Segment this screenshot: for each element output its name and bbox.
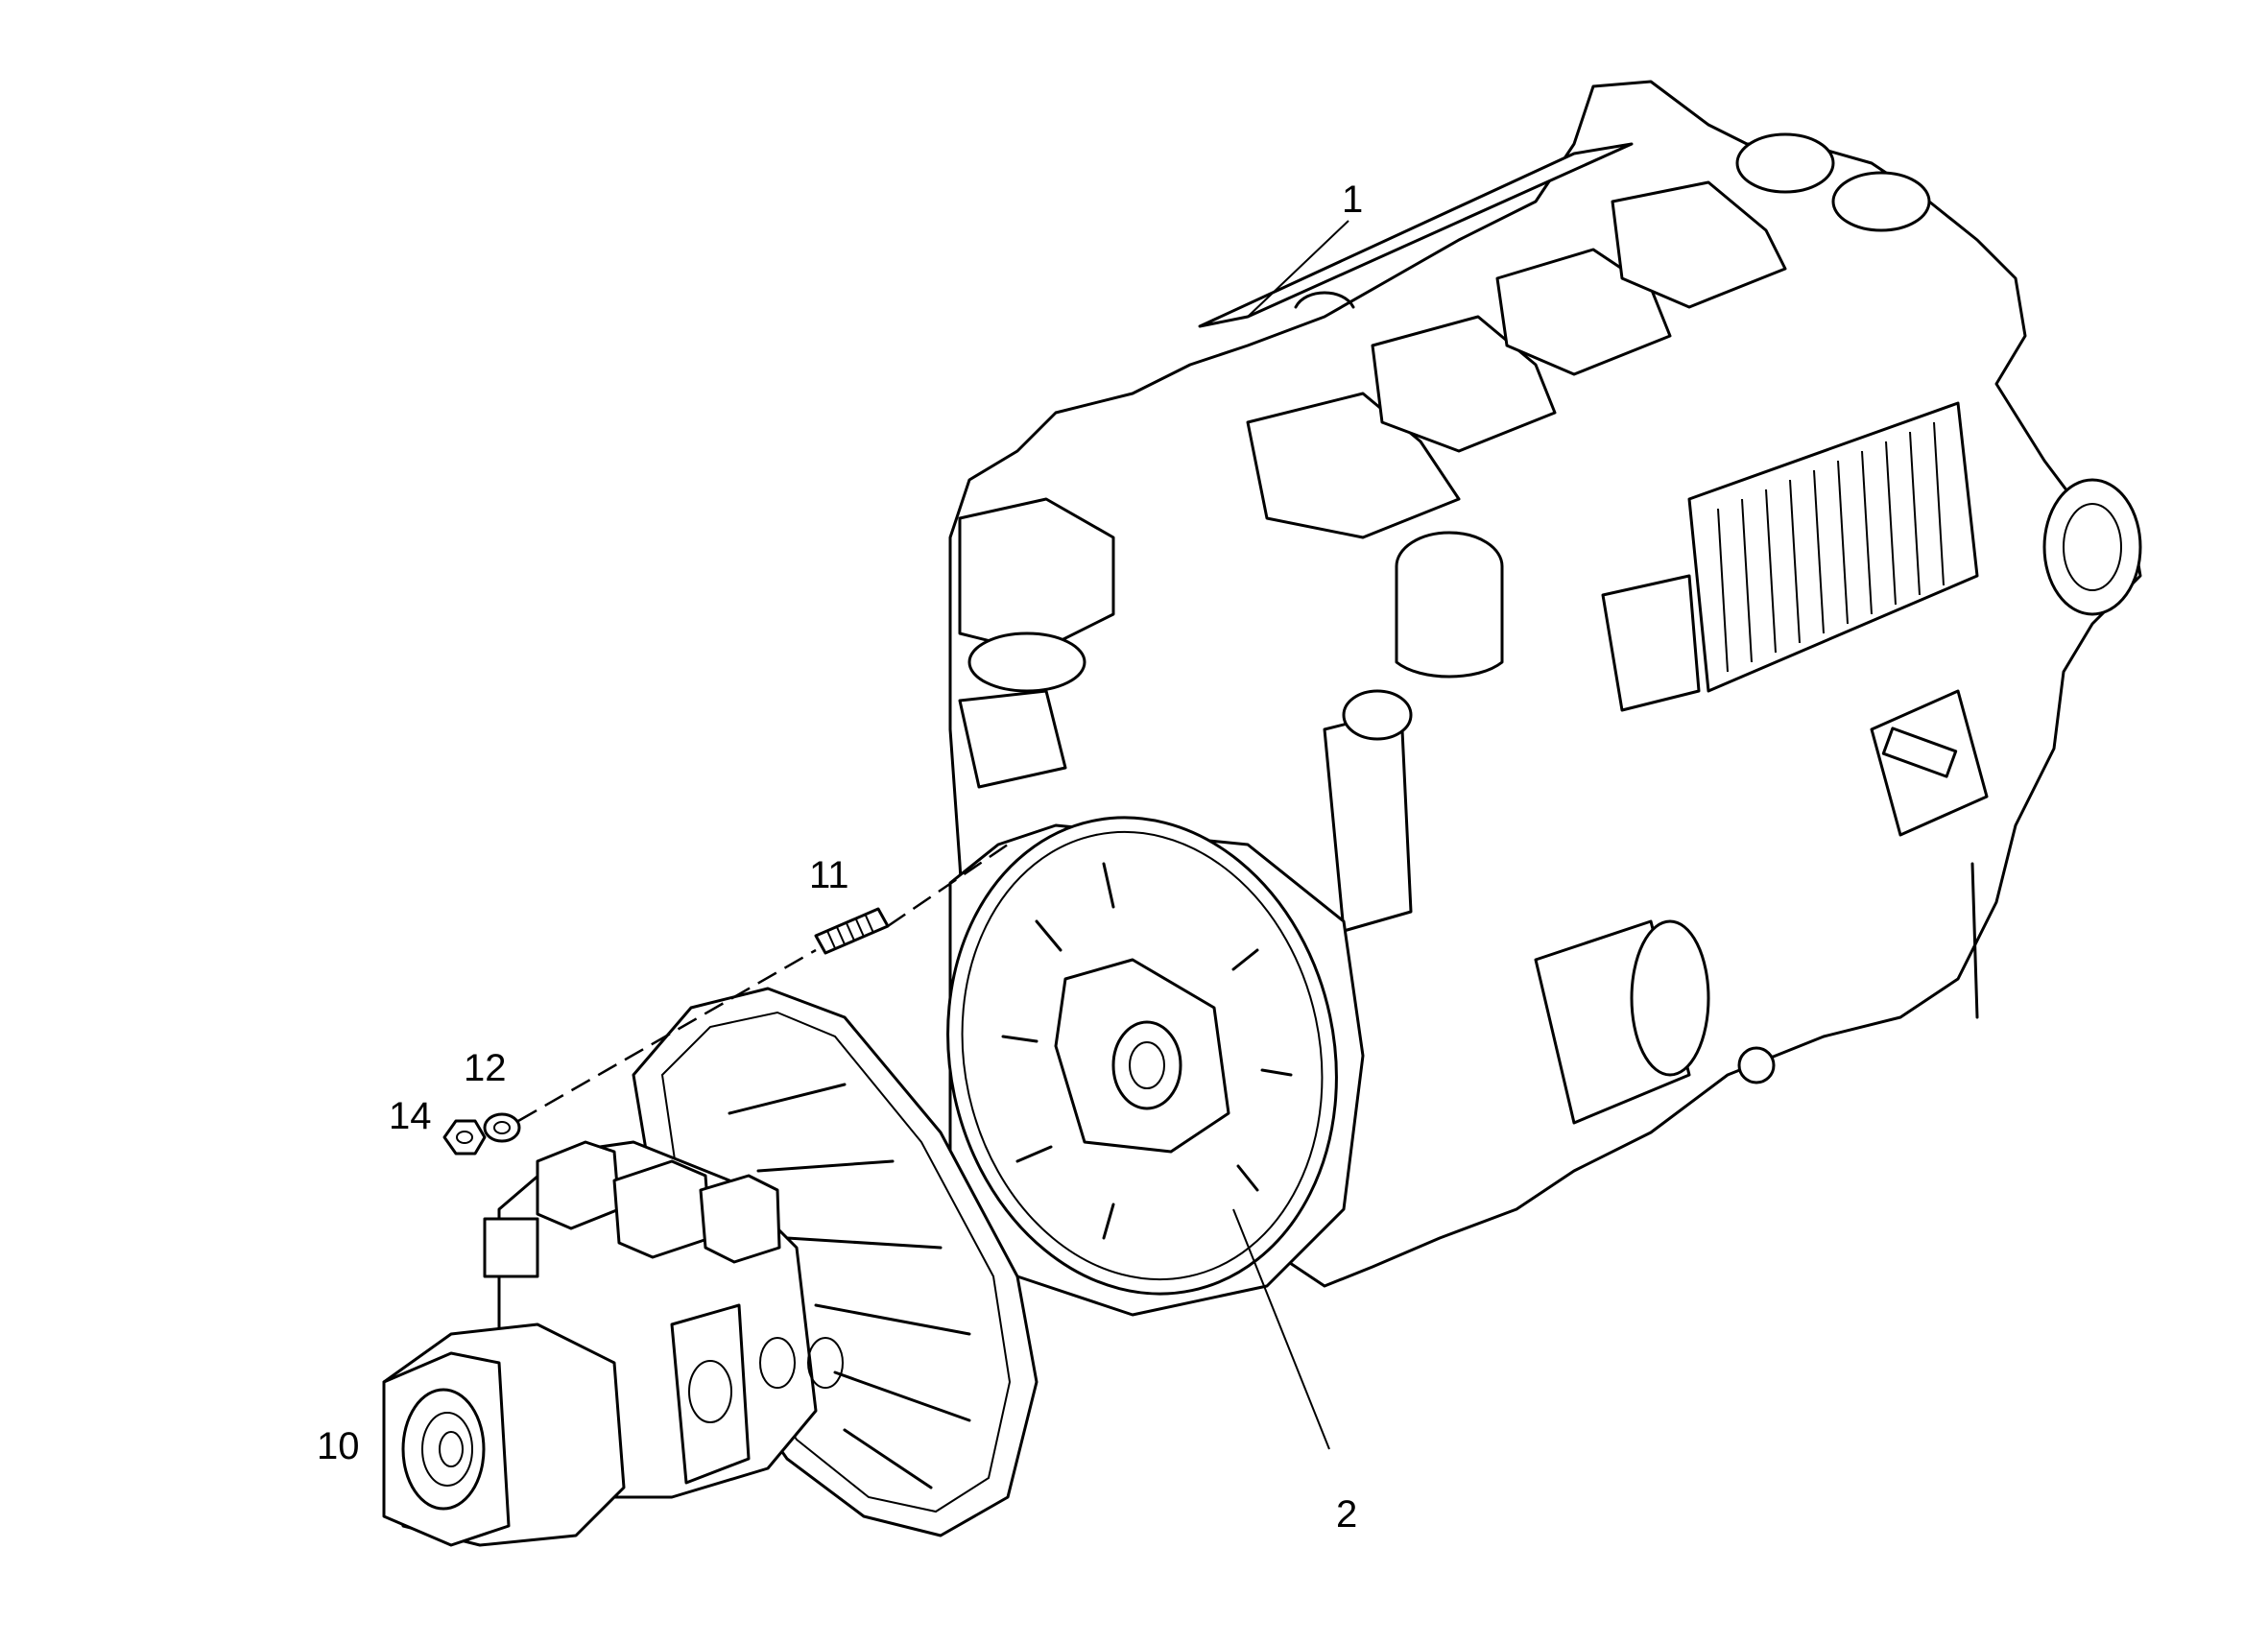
stud-11	[814, 907, 890, 955]
nut-14	[442, 1119, 487, 1156]
callout-2: 2	[1336, 1493, 1358, 1536]
engine-assembly	[946, 80, 2142, 1317]
leader-lines	[517, 220, 1349, 1450]
hydraulic-pump-assembly	[382, 987, 1039, 1547]
callout-14: 14	[389, 1095, 432, 1137]
callout-12: 12	[464, 1047, 507, 1089]
washer-12	[483, 1112, 521, 1143]
callout-11: 11	[809, 854, 849, 896]
callout-10: 10	[317, 1425, 360, 1467]
callout-1: 1	[1342, 179, 1364, 221]
